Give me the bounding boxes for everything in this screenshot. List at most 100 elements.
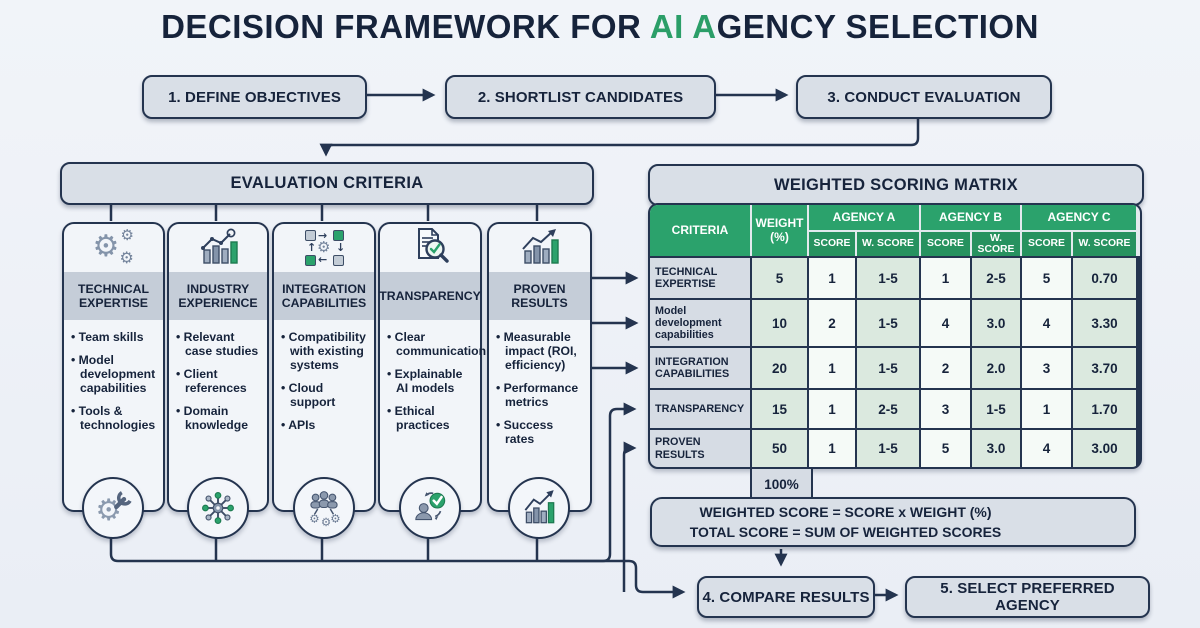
subheader-wscore: W. SCORE [857,232,919,256]
svg-text:⚙: ⚙ [309,512,319,526]
title-accent: AI A [649,8,717,45]
matrix-cell: 3.0 [972,300,1020,346]
matrix-cell: 1-5 [857,430,919,467]
formula-box: WEIGHTED SCORE = SCORE x WEIGHT (%) TOTA… [650,497,1136,547]
workflow-gear-icon: → ↓ ← ↑ ⚙ [305,229,346,266]
matrix-cell: 2-5 [972,258,1020,298]
matrix-header: CRITERIA WEIGHT (%) AGENCY A AGENCY B AG… [650,205,1140,256]
flow-step-shortlist-candidates: 2. SHORTLIST CANDIDATES [445,75,716,119]
subheader-score: SCORE [1022,232,1071,256]
matrix-cell: 5 [1022,258,1071,298]
matrix-row-criteria: TRANSPARENCY [650,390,750,428]
matrix-cell: 3 [1022,348,1071,388]
formula-line-2: TOTAL SCORE = SUM OF WEIGHTED SCORES [689,524,1002,540]
column-header-agency-c: AGENCY C [1022,205,1136,230]
matrix-cell: 1 [809,348,855,388]
gear-wrench-icon: ⚙ [82,477,144,539]
page-title: DECISION FRAMEWORK FOR AI AGENCY SELECTI… [0,8,1200,46]
criteria-card-transparency: TRANSPARENCY Clear communication Explain… [378,222,486,512]
bullet: Ethical practices [387,404,475,432]
criteria-card-technical-expertise: ⚙⚙⚙ TECHNICAL EXPERTISE Team skills Mode… [62,222,165,512]
matrix-row-criteria: PROVEN RESULTS [650,430,750,467]
matrix-row-criteria: INTEGRATION CAPABILITIES [650,348,750,388]
network-hub-icon [187,477,249,539]
column-header-weight: WEIGHT (%) [752,205,807,256]
matrix-cell: 20 [752,348,807,388]
subheader-score: SCORE [809,232,855,256]
card-title: INTEGRATION CAPABILITIES [274,272,374,320]
team-gears-icon: ⚙ ⚙ ⚙ [293,477,355,539]
matrix-cell: 50 [752,430,807,467]
column-header-agency-a: AGENCY A [809,205,919,230]
criteria-card-industry-experience: INDUSTRY EXPERIENCE Relevant case studie… [167,222,269,512]
matrix-cell: 0.70 [1073,258,1136,298]
person-check-icon [399,477,461,539]
flow-step-define-objectives: 1. DEFINE OBJECTIVES [142,75,367,119]
card-bullet-list: Clear communication Explainable AI model… [380,330,486,441]
svg-text:⚙: ⚙ [330,512,340,526]
bullet: Client references [176,367,262,395]
gears-icon: ⚙⚙⚙ [92,226,134,267]
bar-chart-trend-icon [169,224,267,272]
matrix-cell: 10 [752,300,807,346]
matrix-cell: 5 [921,430,970,467]
card-bullet-list: Relevant case studies Client references … [169,330,267,441]
matrix-cell: 3.30 [1073,300,1136,346]
title-part-1: DECISION FRAMEWORK FOR [161,8,650,45]
card-title: TECHNICAL EXPERTISE [64,272,163,320]
matrix-cell: 1-5 [857,300,919,346]
growth-chart-icon [489,224,590,272]
matrix-cell: 2-5 [857,390,919,428]
bullet: Domain knowledge [176,404,262,432]
matrix-cell: 2 [921,348,970,388]
matrix-cell: 1 [921,258,970,298]
matrix-cell: 3.00 [1073,430,1136,467]
svg-text:⚙: ⚙ [321,515,331,529]
matrix-cell: 1-5 [972,390,1020,428]
matrix-cell: 15 [752,390,807,428]
matrix-cell: 3 [921,390,970,428]
bullet: Compatibility with existing systems [281,330,369,372]
bullet: Success rates [496,418,585,446]
column-header-agency-b: AGENCY B [921,205,1020,230]
bullet: Team skills [71,330,158,344]
bullet: Explainable AI models [387,367,475,395]
bullet: Cloud support [281,381,369,409]
matrix-row-criteria: TECHNICAL EXPERTISE [650,258,750,298]
matrix-cell: 1.70 [1073,390,1136,428]
card-bullet-list: Measurable impact (ROI, efficiency) Perf… [489,330,590,455]
matrix-row-criteria: Model development capabilities [650,300,750,346]
criteria-card-integration-capabilities: → ↓ ← ↑ ⚙ INTEGRATION CAPABILITIES Compa… [272,222,376,512]
matrix-body: TECHNICAL EXPERTISE 5 1 1-5 1 2-5 5 0.70… [650,256,1140,467]
matrix-cell: 1 [809,430,855,467]
matrix-cell: 1-5 [857,258,919,298]
matrix-cell: 1 [809,258,855,298]
formula-line-1: WEIGHTED SCORE = SCORE x WEIGHT (%) [699,503,992,520]
card-title: TRANSPARENCY [379,272,481,320]
weight-total-cell: 100% [750,467,813,501]
weighted-scoring-matrix-header: WEIGHTED SCORING MATRIX [648,164,1144,206]
card-title: INDUSTRY EXPERIENCE [169,272,267,320]
card-bullet-list: Compatibility with existing systems Clou… [274,330,374,441]
matrix-cell: 4 [1022,430,1071,467]
matrix-cell: 2 [809,300,855,346]
column-header-criteria: CRITERIA [650,205,750,256]
bullet: Performance metrics [496,381,585,409]
title-part-3: GENCY SELECTION [716,8,1039,45]
criteria-card-proven-results: PROVEN RESULTS Measurable impact (ROI, e… [487,222,592,512]
matrix-cell: 3.0 [972,430,1020,467]
bullet: Clear communication [387,330,486,358]
matrix-cell: 5 [752,258,807,298]
matrix-cell: 1 [1022,390,1071,428]
card-title: PROVEN RESULTS [489,272,590,320]
matrix-cell: 3.70 [1073,348,1136,388]
evaluation-criteria-header: EVALUATION CRITERIA [60,162,594,205]
matrix-cell: 1 [809,390,855,428]
flow-step-conduct-evaluation: 3. CONDUCT EVALUATION [796,75,1052,119]
bullet: Relevant case studies [176,330,262,358]
matrix-cell: 1-5 [857,348,919,388]
bullet: APIs [281,418,369,432]
bullet: Measurable impact (ROI, efficiency) [496,330,585,372]
